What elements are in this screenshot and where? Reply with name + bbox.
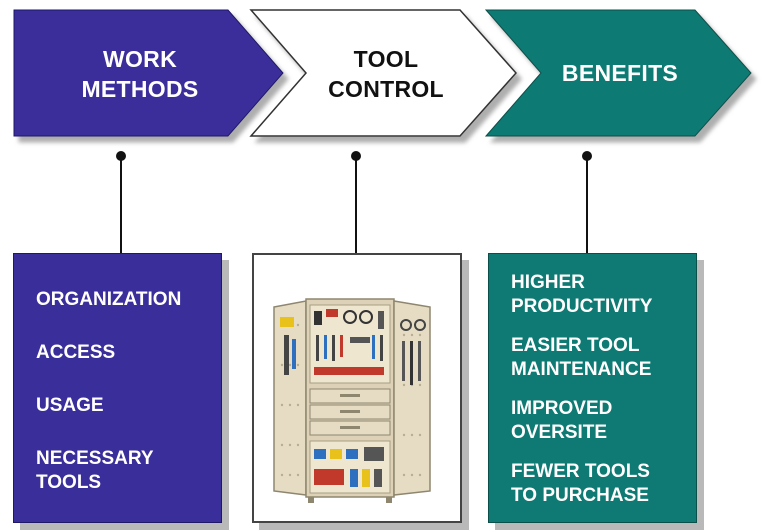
benefits-item: EASIER TOOL MAINTENANCE [511,335,652,380]
work-methods-item: ORGANIZATION [36,289,182,310]
arrow-tool-control [249,9,518,137]
step-label-tool-control: TOOL CONTROL [328,46,444,102]
arrow-benefits [484,9,752,137]
connector-dot-work-methods [116,151,126,161]
benefits-item: IMPROVED OVERSITE [511,398,613,443]
benefits-box: HIGHER PRODUCTIVITY EASIER TOOL MAINTENA… [488,253,697,523]
benefits-item: HIGHER PRODUCTIVITY [511,272,653,317]
work-methods-item: ACCESS [36,342,116,363]
work-methods-box: ORGANIZATION ACCESS USAGE NECESSARY TOOL… [13,253,222,523]
connector-dot-benefits [582,151,592,161]
work-methods-item: USAGE [36,395,104,416]
benefits-list: HIGHER PRODUCTIVITY EASIER TOOL MAINTENA… [511,271,696,508]
arrow-work-methods [13,9,284,137]
cabinet-left-door [273,300,307,496]
step-label-work-methods: WORK METHODS [81,46,199,102]
tool-cabinet-image [273,298,431,503]
connector-dot-tool-control [351,151,361,161]
step-label-benefits: BENEFITS [561,60,679,86]
work-methods-item: NECESSARY TOOLS [36,448,154,493]
benefits-item: FEWER TOOLS TO PURCHASE [511,461,650,506]
tool-control-box [252,253,462,523]
cabinet-right-door [393,300,431,496]
work-methods-list: ORGANIZATION ACCESS USAGE NECESSARY TOOL… [36,288,221,495]
